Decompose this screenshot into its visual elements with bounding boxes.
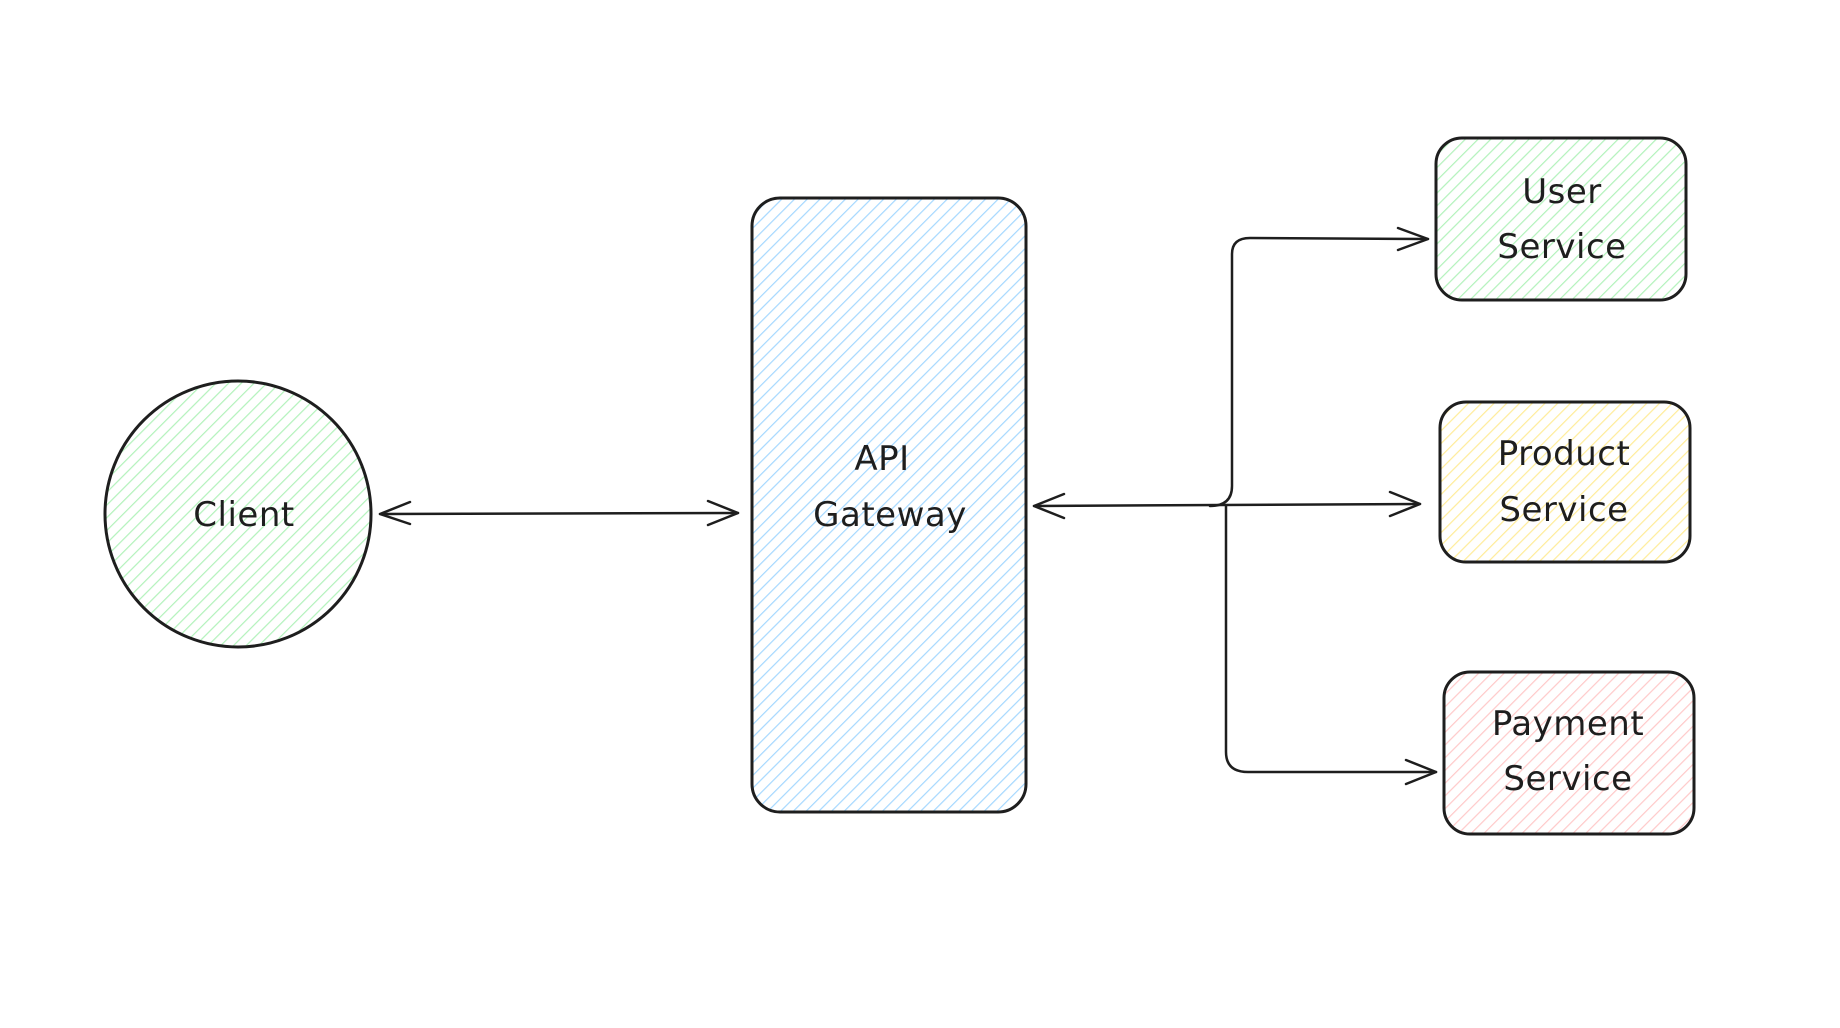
user-service-label-line2: Service [1497,227,1626,267]
gateway-arrowhead-left [706,499,740,527]
api-gateway-node[interactable]: API Gateway [750,196,1028,814]
payment-service-label-line1: Payment [1492,704,1644,744]
user-service-node[interactable]: User Service [1434,136,1688,302]
payment-arrowhead [1404,758,1438,786]
gateway-payment-line [1224,504,1438,774]
api-gateway-label-line2: Gateway [813,495,967,535]
product-arrowhead [1388,490,1422,518]
gateway-services-connector [1032,226,1438,786]
payment-service-box [1442,670,1696,836]
product-service-label-line2: Service [1499,490,1628,530]
payment-service-label-line2: Service [1503,759,1632,799]
client-label: Client [193,495,294,535]
gateway-return-arrowhead [1032,492,1066,520]
payment-service-node[interactable]: Payment Service [1442,670,1696,836]
api-gateway-label-line1: API [854,439,909,479]
product-service-node[interactable]: Product Service [1438,400,1692,564]
client-node[interactable]: Client [103,379,373,649]
user-service-label-line1: User [1522,172,1602,212]
api-gateway-box [750,196,1028,814]
client-gateway-arrow [378,499,740,527]
product-service-label-line1: Product [1498,434,1631,474]
client-arrowhead [378,500,412,526]
product-service-box [1438,400,1692,564]
client-gateway-line [378,511,740,516]
user-service-box [1434,136,1688,302]
client-circle [103,379,373,649]
user-arrowhead [1396,226,1430,252]
gateway-product-line [1032,502,1422,508]
gateway-user-line [1208,236,1430,508]
